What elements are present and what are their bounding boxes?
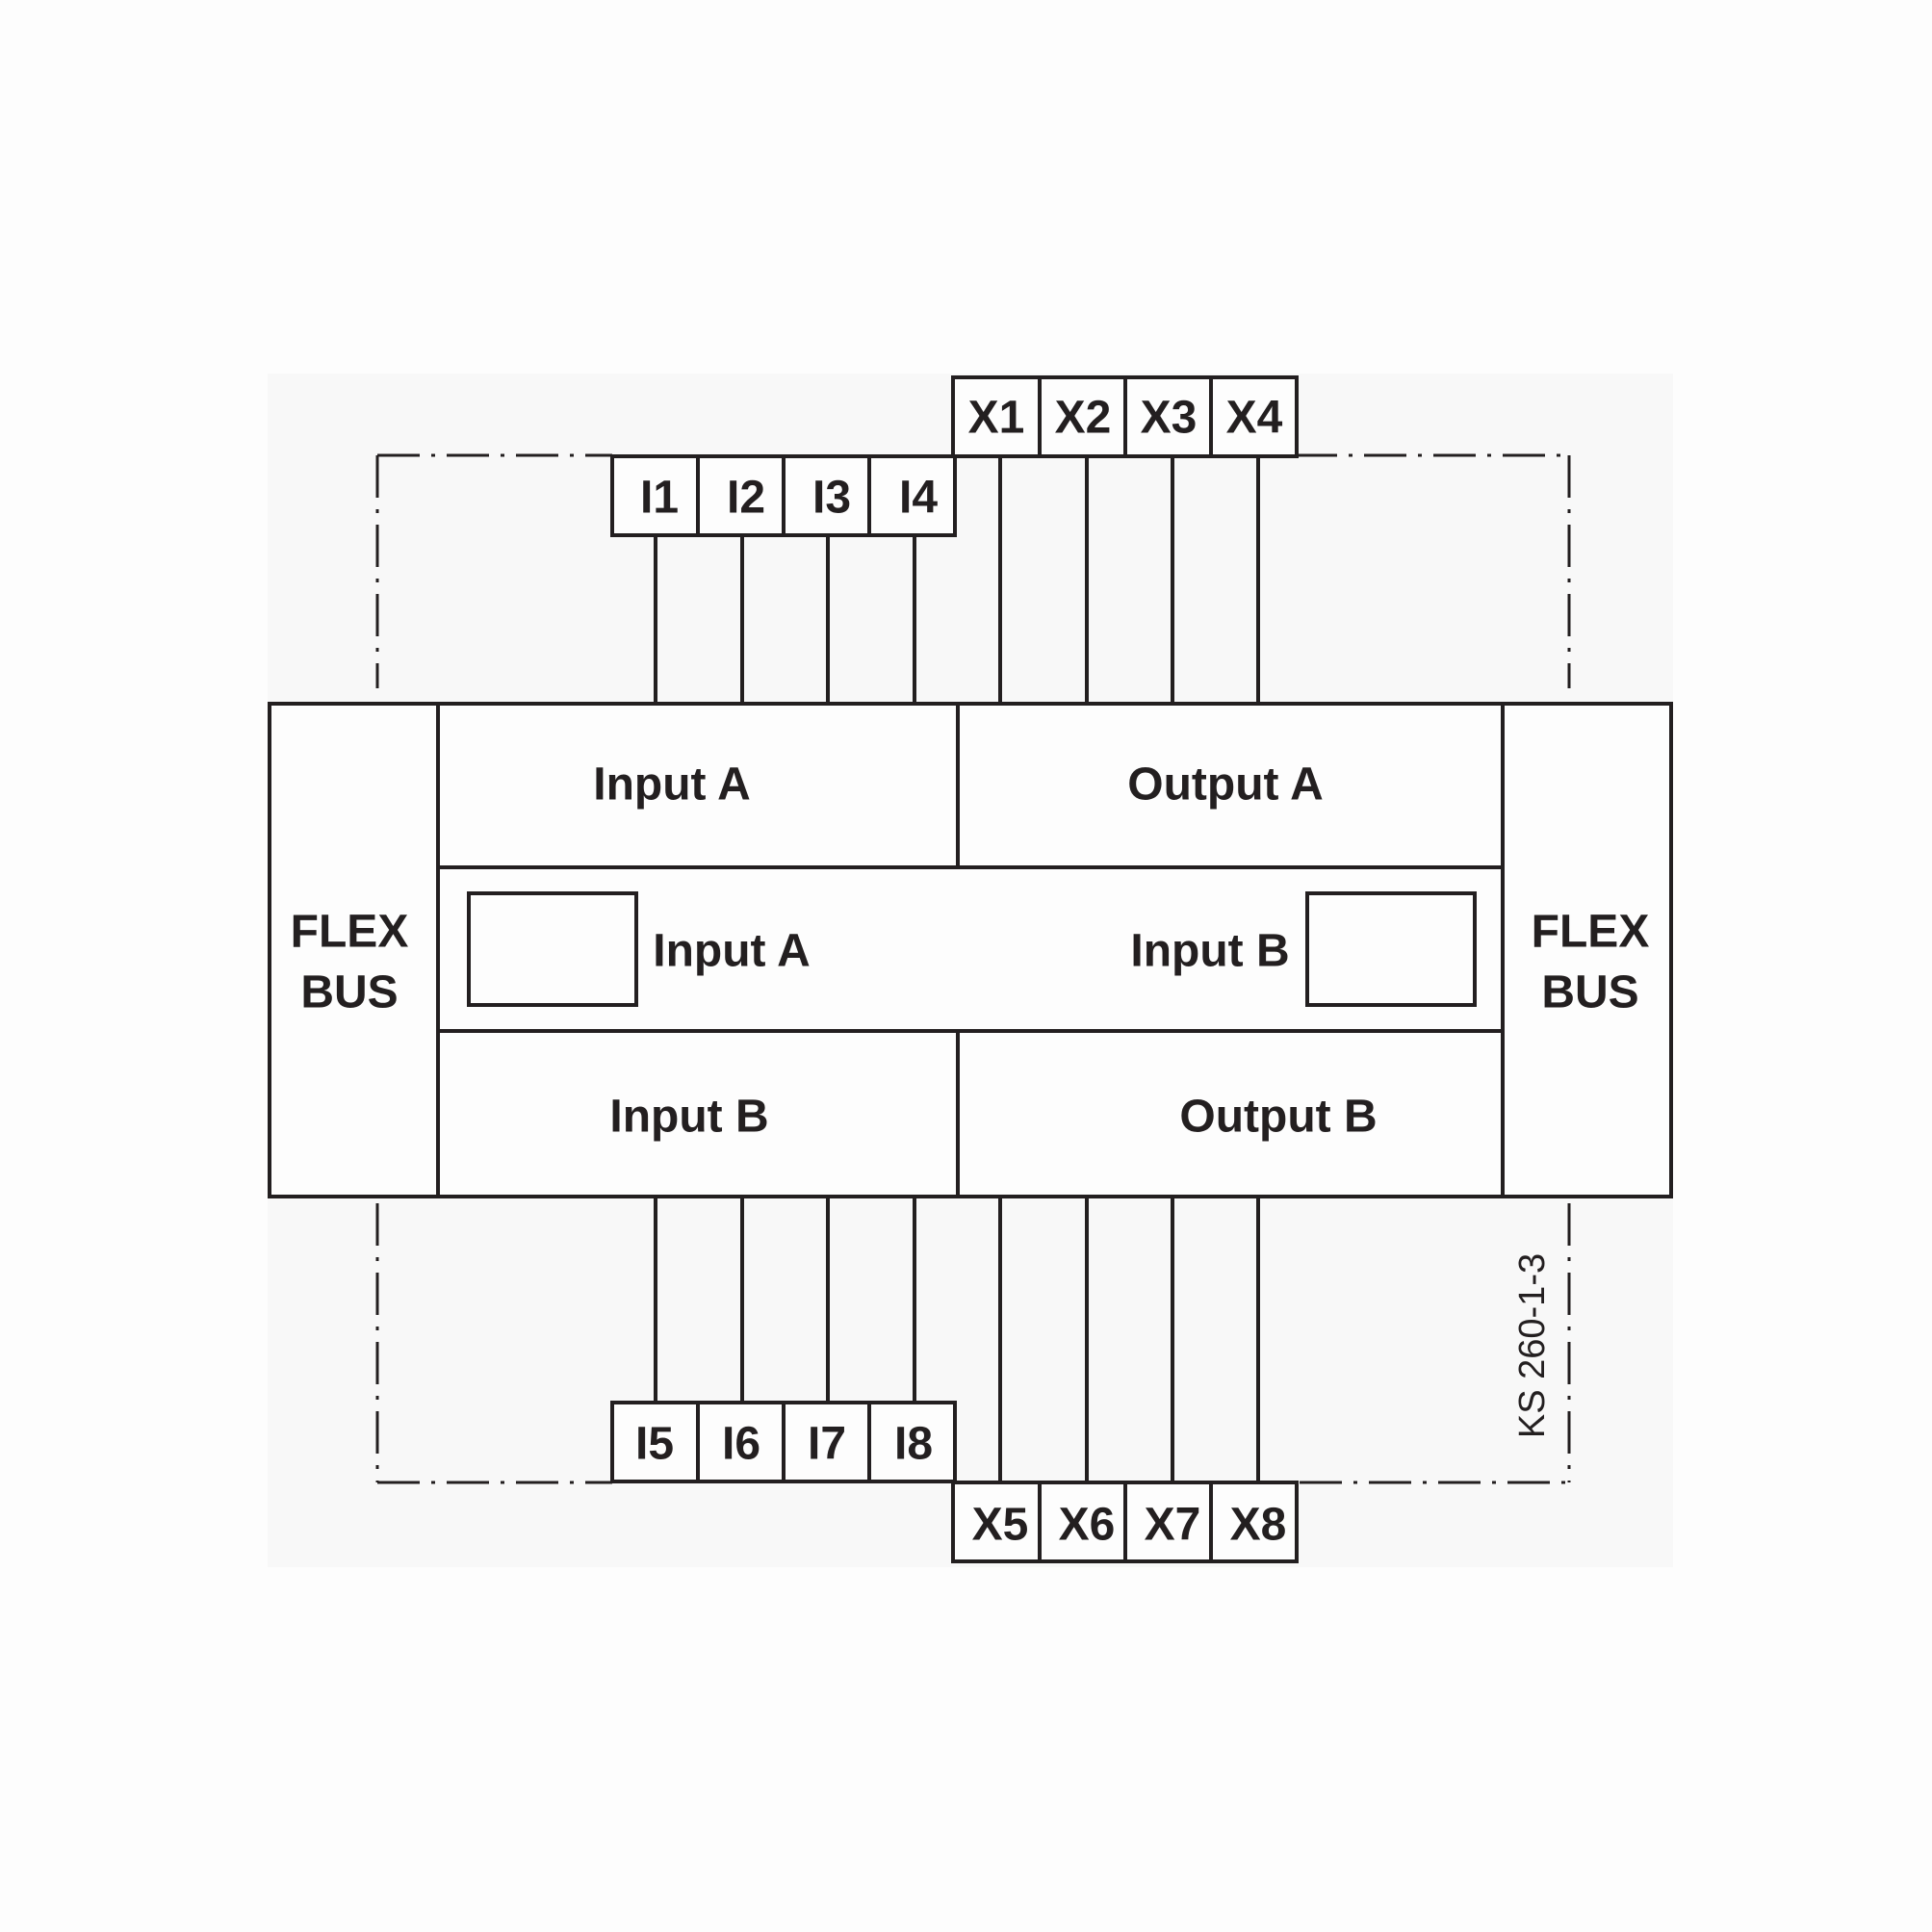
terminal-i8: I8: [894, 1419, 933, 1470]
terminal-x6: X6: [1059, 1500, 1116, 1551]
flexbus-left-block: FLEX BUS: [268, 702, 440, 1198]
bottom-output-wires: [998, 1197, 1260, 1482]
input-b-indicator: [1305, 891, 1477, 1007]
bottom-output-terminal-strip: X5 X6 X7 X8: [951, 1481, 1299, 1563]
terminal-i6: I6: [722, 1419, 760, 1470]
terminal-x7: X7: [1145, 1500, 1201, 1551]
flexbus-right-line1: FLEX: [1532, 907, 1650, 958]
bottom-input-wires: [654, 1197, 916, 1403]
terminal-x4: X4: [1226, 393, 1283, 444]
terminal-i1: I1: [640, 473, 679, 524]
input-b-middle-label: Input B: [1130, 926, 1289, 977]
terminal-i5: I5: [635, 1419, 674, 1470]
terminal-i3: I3: [812, 473, 851, 524]
terminal-x1: X1: [968, 393, 1025, 444]
top-input-terminal-strip: I1 I2 I3 I4: [610, 454, 957, 537]
flexbus-right-block: FLEX BUS: [1501, 702, 1673, 1198]
terminal-x5: X5: [972, 1500, 1029, 1551]
top-input-wires: [654, 535, 916, 704]
output-a-label: Output A: [1127, 760, 1323, 811]
output-b-label: Output B: [1179, 1092, 1377, 1143]
terminal-i2: I2: [727, 473, 765, 524]
input-b-bottom-label: Input B: [609, 1092, 768, 1143]
terminal-x3: X3: [1141, 393, 1198, 444]
input-a-top-label: Input A: [593, 760, 751, 811]
logic-module: Input A Output A Input A Input B Input B…: [436, 702, 1505, 1198]
terminal-i4: I4: [899, 473, 938, 524]
terminal-x2: X2: [1055, 393, 1112, 444]
bottom-input-terminal-strip: I5 I6 I7 I8: [610, 1401, 957, 1483]
input-a-indicator: [467, 891, 638, 1007]
drawing-code: KS 260-1-3: [1512, 1253, 1553, 1438]
flexbus-left-line1: FLEX: [291, 907, 409, 958]
flexbus-right-line2: BUS: [1541, 967, 1638, 1018]
terminal-x8: X8: [1230, 1500, 1287, 1551]
terminal-i7: I7: [808, 1419, 846, 1470]
top-output-terminal-strip: X1 X2 X3 X4: [951, 375, 1299, 458]
top-output-wires: [998, 456, 1260, 704]
input-a-middle-label: Input A: [653, 926, 811, 977]
flexbus-left-line2: BUS: [300, 967, 398, 1018]
